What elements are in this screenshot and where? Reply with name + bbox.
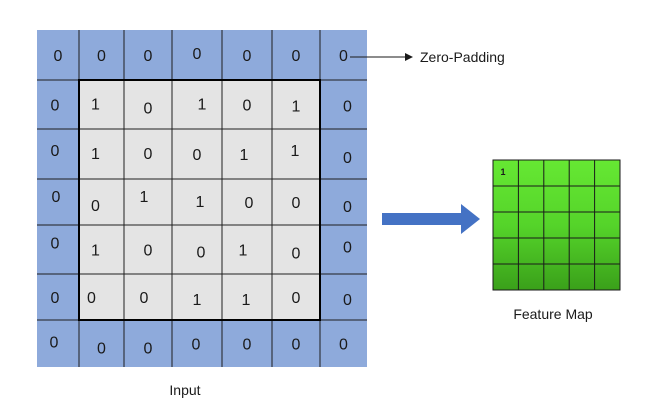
- input-cell-value: 0: [140, 290, 149, 307]
- input-cell-value: 1: [91, 146, 100, 163]
- padding-cell-value: 0: [51, 98, 60, 115]
- input-cell-value: 1: [242, 292, 251, 309]
- zero-padding-arrowhead: [405, 53, 413, 61]
- inner-input-area: [79, 80, 320, 320]
- padding-cell-value: 0: [193, 46, 202, 63]
- input-label: Input: [169, 382, 200, 398]
- padding-cell-value: 0: [292, 48, 301, 65]
- padding-cell-value: 0: [51, 236, 60, 253]
- input-cell-value: 0: [292, 246, 301, 263]
- feature-map-border: [492, 159, 621, 291]
- input-cell-value: 0: [91, 198, 100, 215]
- padding-cell-value: 0: [339, 337, 348, 354]
- padding-cell-value: 0: [54, 48, 63, 65]
- padding-cell-value: 0: [52, 189, 61, 206]
- padding-cell-value: 0: [97, 48, 106, 65]
- input-cell-value: 0: [245, 195, 254, 212]
- padding-cell-value: 0: [51, 290, 60, 307]
- padding-cell-value: 0: [51, 143, 60, 160]
- input-cell-value: 1: [292, 99, 301, 116]
- input-cell-value: 0: [243, 98, 252, 115]
- padding-cell-value: 0: [292, 337, 301, 354]
- input-cell-value: 0: [197, 245, 206, 262]
- feature-map-fill: [493, 160, 620, 290]
- padding-cell-value: 0: [343, 99, 352, 116]
- padding-cell-value: 0: [144, 48, 153, 65]
- input-cell-value: 1: [239, 243, 248, 260]
- padding-cell-value: 0: [343, 292, 352, 309]
- input-cell-value: 0: [193, 147, 202, 164]
- input-cell-value: 0: [292, 195, 301, 212]
- input-grid: 0 0 0 0 0 0 0 0 1 0 1 0 1 0 0 1 0 0 1 1 0 0 0 1 1 0 0 0 0 1 0 0 1 0 0 0 0 0 1 1…: [37, 30, 367, 367]
- padding-cell-value: 0: [243, 48, 252, 65]
- padding-cell-value: 0: [339, 48, 348, 65]
- padding-cell-value: 0: [144, 341, 153, 358]
- padding-cell-value: 0: [50, 335, 59, 352]
- input-cell-value: 1: [291, 143, 300, 160]
- input-cell-value: 1: [91, 97, 100, 114]
- transform-arrow: [382, 204, 480, 234]
- zero-padding-callout: Zero-Padding: [350, 49, 505, 65]
- padding-cell-value: 0: [343, 150, 352, 167]
- inner-input-border: [78, 79, 321, 321]
- feature-map-label: Feature Map: [513, 306, 593, 322]
- padding-cell-value: 0: [97, 341, 106, 358]
- input-cell-value: 1: [140, 189, 149, 206]
- input-cell-value: 1: [193, 292, 202, 309]
- input-cell-value: 1: [196, 194, 205, 211]
- feature-map: 1: [492, 159, 621, 291]
- input-cell-value: 1: [198, 97, 207, 114]
- padding-cell-value: 0: [192, 337, 201, 354]
- padding-cell-value: 0: [343, 199, 352, 216]
- input-cell-value: 0: [144, 101, 153, 118]
- input-cell-value: 1: [91, 243, 100, 260]
- feature-map-first-value: 1: [500, 167, 505, 177]
- padding-cell-value: 0: [243, 337, 252, 354]
- padding-cell-value: 0: [343, 240, 352, 257]
- input-cell-value: 0: [144, 243, 153, 260]
- input-cell-value: 1: [240, 147, 249, 164]
- zero-padding-label: Zero-Padding: [420, 49, 505, 65]
- input-cell-value: 0: [144, 146, 153, 163]
- input-cell-value: 0: [292, 290, 301, 307]
- input-cell-value: 0: [87, 290, 96, 307]
